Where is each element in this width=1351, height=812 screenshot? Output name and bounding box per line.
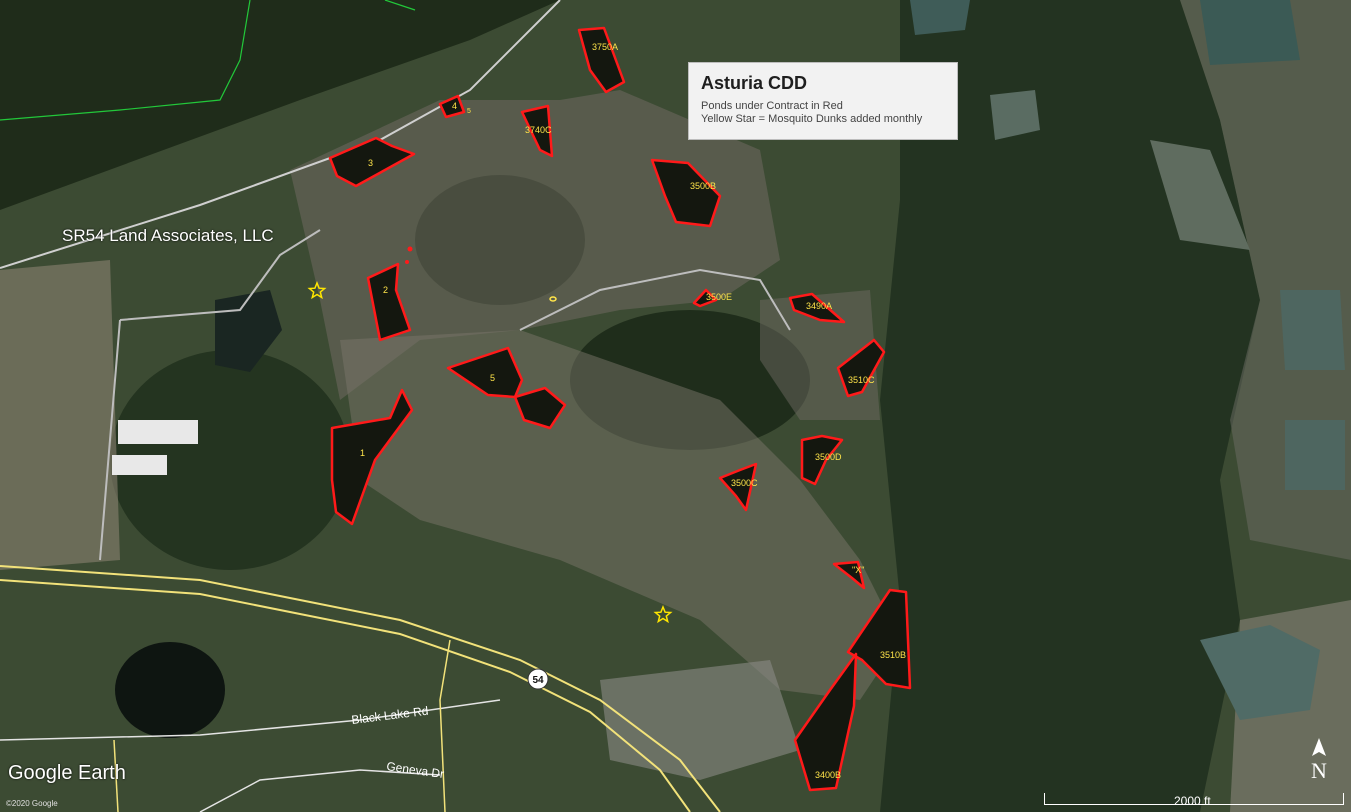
road (113, 739, 119, 812)
geneva-dr (199, 769, 441, 812)
pond-label: 3500B (690, 181, 716, 191)
pond-label: "X" (852, 565, 864, 575)
legend-title: Asturia CDD (701, 73, 808, 93)
legend-line-2: Yellow Star = Mosquito Dunks added month… (701, 113, 923, 125)
pond (1285, 420, 1345, 490)
pond-labels: 3750A 4 3740C 3 3500B 2 3500E 3490A 5 35… (360, 42, 906, 780)
commercial-area (600, 660, 800, 780)
pond-3400B[interactable] (793, 652, 858, 792)
pond-X[interactable] (832, 560, 866, 590)
pond-label: 4 (452, 101, 457, 111)
red-mark (405, 260, 409, 264)
forest-area (110, 350, 350, 570)
pond-label: 3 (368, 158, 373, 168)
pond-label: 3400B (815, 770, 841, 780)
pond-label: 3740C (525, 125, 552, 135)
building (118, 420, 198, 444)
google-earth-watermark: Google Earth (8, 762, 126, 784)
pond-label: 3500D (815, 452, 842, 462)
north-arrow-icon (1312, 738, 1326, 756)
north-compass: N (1311, 738, 1327, 783)
scale-label: 2000 ft (1174, 794, 1211, 808)
north-label: N (1311, 758, 1327, 783)
boundary-line (384, 0, 416, 11)
pond-3500E[interactable] (692, 288, 718, 308)
road (519, 268, 791, 331)
pond (1200, 0, 1300, 65)
pond-3510B[interactable] (846, 588, 912, 690)
pond-label: 3490A (806, 301, 832, 311)
pond (1280, 290, 1345, 370)
forest-area (0, 0, 560, 210)
pond-4[interactable] (438, 94, 466, 119)
yellow-mark (549, 296, 557, 302)
legend-line-1: Ponds under Contract in Red (701, 100, 843, 112)
residential-area (340, 330, 900, 700)
pond-3500B[interactable] (650, 158, 722, 228)
pond-label: 2 (383, 285, 388, 295)
pond-label-small: 5 (467, 108, 471, 115)
forest-area (880, 0, 1260, 812)
building (112, 455, 167, 475)
pond-label: 5 (490, 373, 495, 383)
pond-3[interactable] (328, 136, 416, 188)
pond-label: 3500C (731, 478, 758, 488)
copyright-text: ©2020 Google (6, 799, 58, 808)
pond (910, 0, 970, 35)
road (99, 319, 121, 561)
pond-1[interactable] (330, 388, 414, 526)
route-shield (527, 668, 549, 690)
pond (990, 90, 1040, 140)
highway-54 (0, 565, 721, 812)
pond-label: 3500E (706, 292, 732, 302)
mosquito-dunk-star (653, 604, 673, 624)
boundary-line (0, 0, 251, 121)
red-mark (407, 246, 413, 252)
route-number: 54 (532, 675, 544, 686)
pond-3500C[interactable] (718, 462, 758, 512)
ponds-under-contract (328, 26, 912, 792)
pond-label: 3750A (592, 42, 618, 52)
road (119, 229, 321, 321)
pond-3500D[interactable] (800, 434, 844, 486)
pond-5[interactable] (446, 346, 524, 399)
industrial-area (0, 260, 120, 570)
pond-2[interactable] (366, 262, 412, 342)
road (439, 639, 451, 812)
pond (1200, 625, 1320, 720)
lake (115, 642, 225, 738)
pond-3740C[interactable] (520, 104, 554, 158)
scale-bar (1044, 793, 1344, 805)
mosquito-dunk-star (307, 280, 327, 300)
legend-box: Asturia CDD Ponds under Contract in Red … (688, 62, 958, 140)
parcel-label: SR54 Land Associates, LLC (62, 226, 274, 245)
pond (1150, 140, 1250, 250)
pond-label: 1 (360, 448, 365, 458)
pond-label: 3510B (880, 650, 906, 660)
pond-3750A[interactable] (577, 26, 626, 94)
highway-54 (0, 579, 691, 812)
black-lake-rd (0, 699, 501, 741)
pond-3510C[interactable] (836, 338, 886, 398)
pond-3490A[interactable] (788, 292, 846, 324)
pond-5-east[interactable] (513, 386, 567, 430)
pond-label: 3510C (848, 375, 875, 385)
